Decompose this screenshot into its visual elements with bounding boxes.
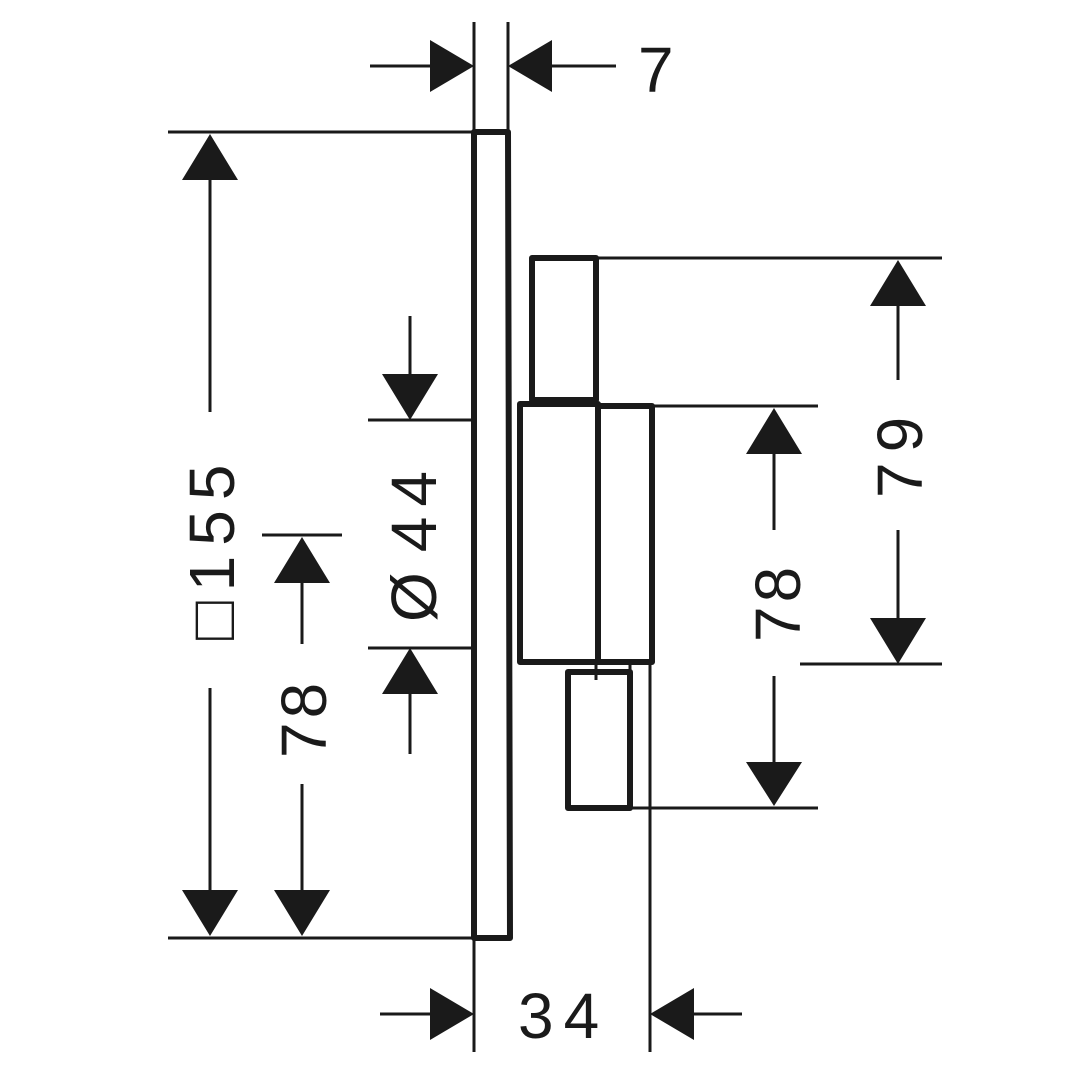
arrow-up-icon [870,260,926,306]
cover-plate [471,129,513,941]
dimension-body-center-height: 78 [742,408,814,806]
arrow-right-icon [430,988,474,1040]
arrow-left-icon [508,40,552,92]
svg-text:□155: □155 [176,455,248,640]
arrow-up-icon [274,537,330,583]
arrow-right-icon [430,40,474,92]
plate-thickness-label: 7 [638,34,684,106]
valve-body [517,255,655,811]
dimension-hole-diameter: Ø 44 [378,316,450,754]
dimension-projection-depth: 34 [380,980,742,1052]
arrow-down-icon [746,762,802,806]
body-height-label: 79 [864,407,936,498]
diameter-symbol: Ø [378,562,450,622]
hole-diameter-label: 44 [378,461,450,552]
plate-center-height-label: 78 [268,679,340,758]
svg-text:Ø44: Ø 44 [378,461,450,622]
dimension-body-height: 79 [864,260,936,664]
arrow-down-icon [182,890,238,936]
arrow-down-icon [870,618,926,664]
arrow-up-icon [182,134,238,180]
arrow-down-icon [274,890,330,936]
arrow-down-icon [382,374,438,420]
arrow-up-icon [746,408,802,454]
plate-square-label: 155 [176,455,248,592]
dimension-plate-center-height: 78 [268,537,340,936]
extension-lines [168,22,942,1052]
arrow-left-icon [650,988,694,1040]
body-center-height-label: 78 [742,563,814,642]
projection-depth-label: 34 [518,980,609,1052]
arrow-up-icon [382,648,438,694]
dimension-plate-square: □155 [176,134,248,936]
dimension-plate-thickness: 7 [370,34,684,106]
square-symbol: □ [176,591,248,640]
